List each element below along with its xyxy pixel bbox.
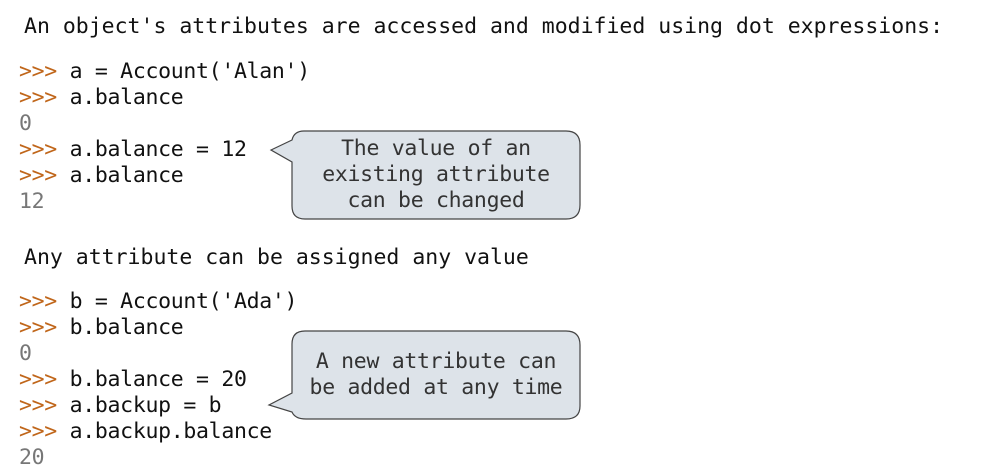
code-text: a.balance <box>69 85 184 110</box>
callout-text-line: A new attribute can <box>315 349 557 374</box>
output-line: 0 <box>19 111 32 136</box>
code-line: >>> a.backup = b <box>19 393 222 419</box>
callout-text-line: The value of an <box>341 136 531 161</box>
code-line: >>> b = Account('Ada') <box>19 289 298 315</box>
callout-text-line: be added at any time <box>309 375 563 400</box>
section1-heading: An object's attributes are accessed and … <box>24 14 944 39</box>
code-text: a.balance = 12 <box>69 137 247 162</box>
code-text: a.backup.balance <box>69 419 273 444</box>
prompt-marker: >>> <box>19 289 57 314</box>
output-line: 0 <box>19 341 32 366</box>
output-line: 12 <box>19 189 45 214</box>
callout-text-line: existing attribute <box>322 162 550 187</box>
code-text: b.balance <box>69 315 184 340</box>
code-line: >>> a.balance = 12 <box>19 137 247 163</box>
prompt-marker: >>> <box>19 393 57 418</box>
code-line: >>> b.balance <box>19 315 184 341</box>
output-line: 20 <box>19 445 45 470</box>
prompt-marker: >>> <box>19 163 57 188</box>
code-line: >>> b.balance = 20 <box>19 367 247 393</box>
code-line: >>> a.balance <box>19 85 184 111</box>
code-line: >>> a.balance <box>19 163 184 189</box>
prompt-marker: >>> <box>19 419 57 444</box>
prompt-marker: >>> <box>19 85 57 110</box>
code-text: a.backup = b <box>69 393 222 418</box>
prompt-marker: >>> <box>19 315 57 340</box>
section2-heading: Any attribute can be assigned any value <box>24 245 529 270</box>
code-line: >>> a = Account('Alan') <box>19 59 310 85</box>
prompt-marker: >>> <box>19 59 57 84</box>
prompt-marker: >>> <box>19 137 57 162</box>
code-text: a = Account('Alan') <box>69 59 311 84</box>
code-text: b = Account('Ada') <box>69 289 298 314</box>
code-line: >>> a.backup.balance <box>19 419 272 445</box>
callout-text-line: can be changed <box>347 188 525 213</box>
code-text: a.balance <box>69 163 184 188</box>
prompt-marker: >>> <box>19 367 57 392</box>
code-text: b.balance = 20 <box>69 367 247 392</box>
